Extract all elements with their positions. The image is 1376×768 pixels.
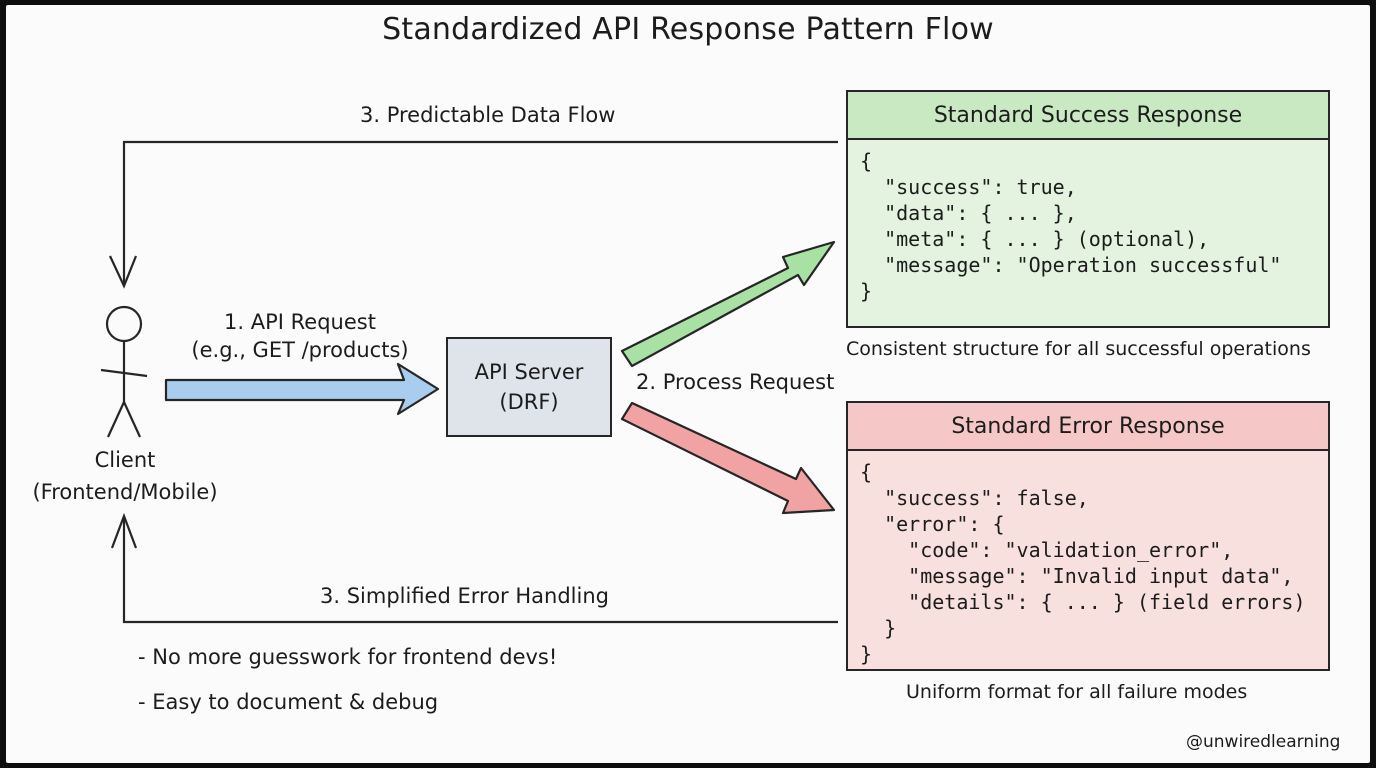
error-handling-label: 3. Simplified Error Handling <box>320 584 609 608</box>
api-server-sublabel: (DRF) <box>499 390 559 414</box>
request-label: 1. API Request (e.g., GET /products) <box>160 308 440 364</box>
process-request-label: 2. Process Request <box>636 370 835 394</box>
error-panel-title: Standard Error Response <box>848 403 1328 451</box>
client-figure-icon <box>100 305 148 438</box>
success-panel-title: Standard Success Response <box>848 92 1328 140</box>
error-caption: Uniform format for all failure modes <box>906 681 1248 703</box>
client-label: Client (Frontend/Mobile) <box>10 444 240 508</box>
api-server-box: API Server (DRF) <box>446 337 612 437</box>
api-server-label: API Server <box>474 360 584 384</box>
success-arrow <box>620 240 836 368</box>
request-label-line2: (e.g., GET /products) <box>191 338 409 362</box>
bullet-item: - Easy to document & debug <box>138 690 439 714</box>
error-code-block: { "success": false, "error": { "code": "… <box>860 460 1306 666</box>
success-response-panel: Standard Success Response { "success": t… <box>846 90 1330 328</box>
predictable-flow-label: 3. Predictable Data Flow <box>360 103 616 127</box>
client-label-line2: (Frontend/Mobile) <box>32 480 218 504</box>
predictable-flow-line <box>122 140 838 284</box>
success-code-block: { "success": true, "data": { ... }, "met… <box>860 149 1282 303</box>
request-label-line1: 1. API Request <box>224 310 376 334</box>
author-handle: @unwiredlearning <box>1186 732 1341 752</box>
bullet-item: - No more guesswork for frontend devs! <box>138 645 558 669</box>
error-response-panel: Standard Error Response { "success": fal… <box>846 401 1330 671</box>
error-arrow <box>620 401 836 515</box>
success-caption: Consistent structure for all successful … <box>846 338 1311 360</box>
error-handling-arrowhead <box>110 512 138 549</box>
predictable-flow-arrowhead <box>109 255 138 289</box>
client-label-line1: Client <box>94 448 156 472</box>
error-handling-line <box>122 518 838 624</box>
diagram-title: Standardized API Response Pattern Flow <box>382 12 994 47</box>
request-arrow <box>164 362 440 416</box>
